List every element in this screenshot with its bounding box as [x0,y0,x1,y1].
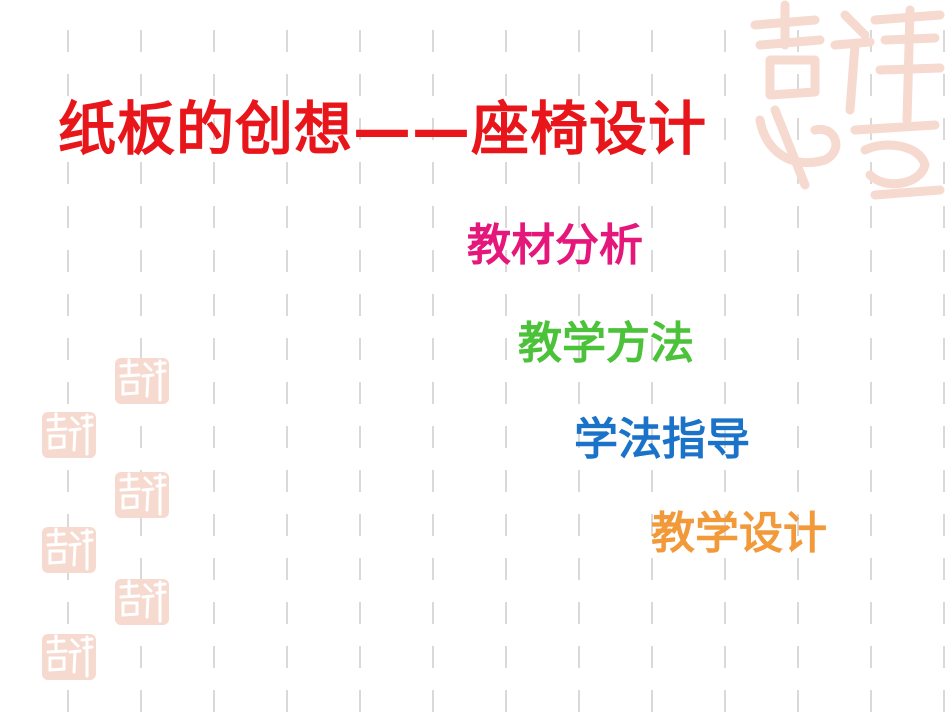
auspicious-seal-watermark [750,0,945,200]
menu-item-learning-guidance[interactable]: 学法指导 [574,414,750,465]
small-seal-icon-1 [113,356,171,406]
small-seal-icon-2 [40,410,98,460]
slide-title: 纸板的创想——座椅设计 [58,95,708,163]
small-seal-icon-3 [113,470,171,520]
small-seal-icon-5 [113,577,171,627]
menu-item-teaching-methods[interactable]: 教学方法 [518,318,694,369]
menu-item-lesson-design[interactable]: 教学设计 [651,508,827,559]
menu-item-textbook-analysis[interactable]: 教材分析 [467,220,643,271]
small-seal-icon-6 [40,632,98,682]
small-seal-icon-4 [40,525,98,575]
